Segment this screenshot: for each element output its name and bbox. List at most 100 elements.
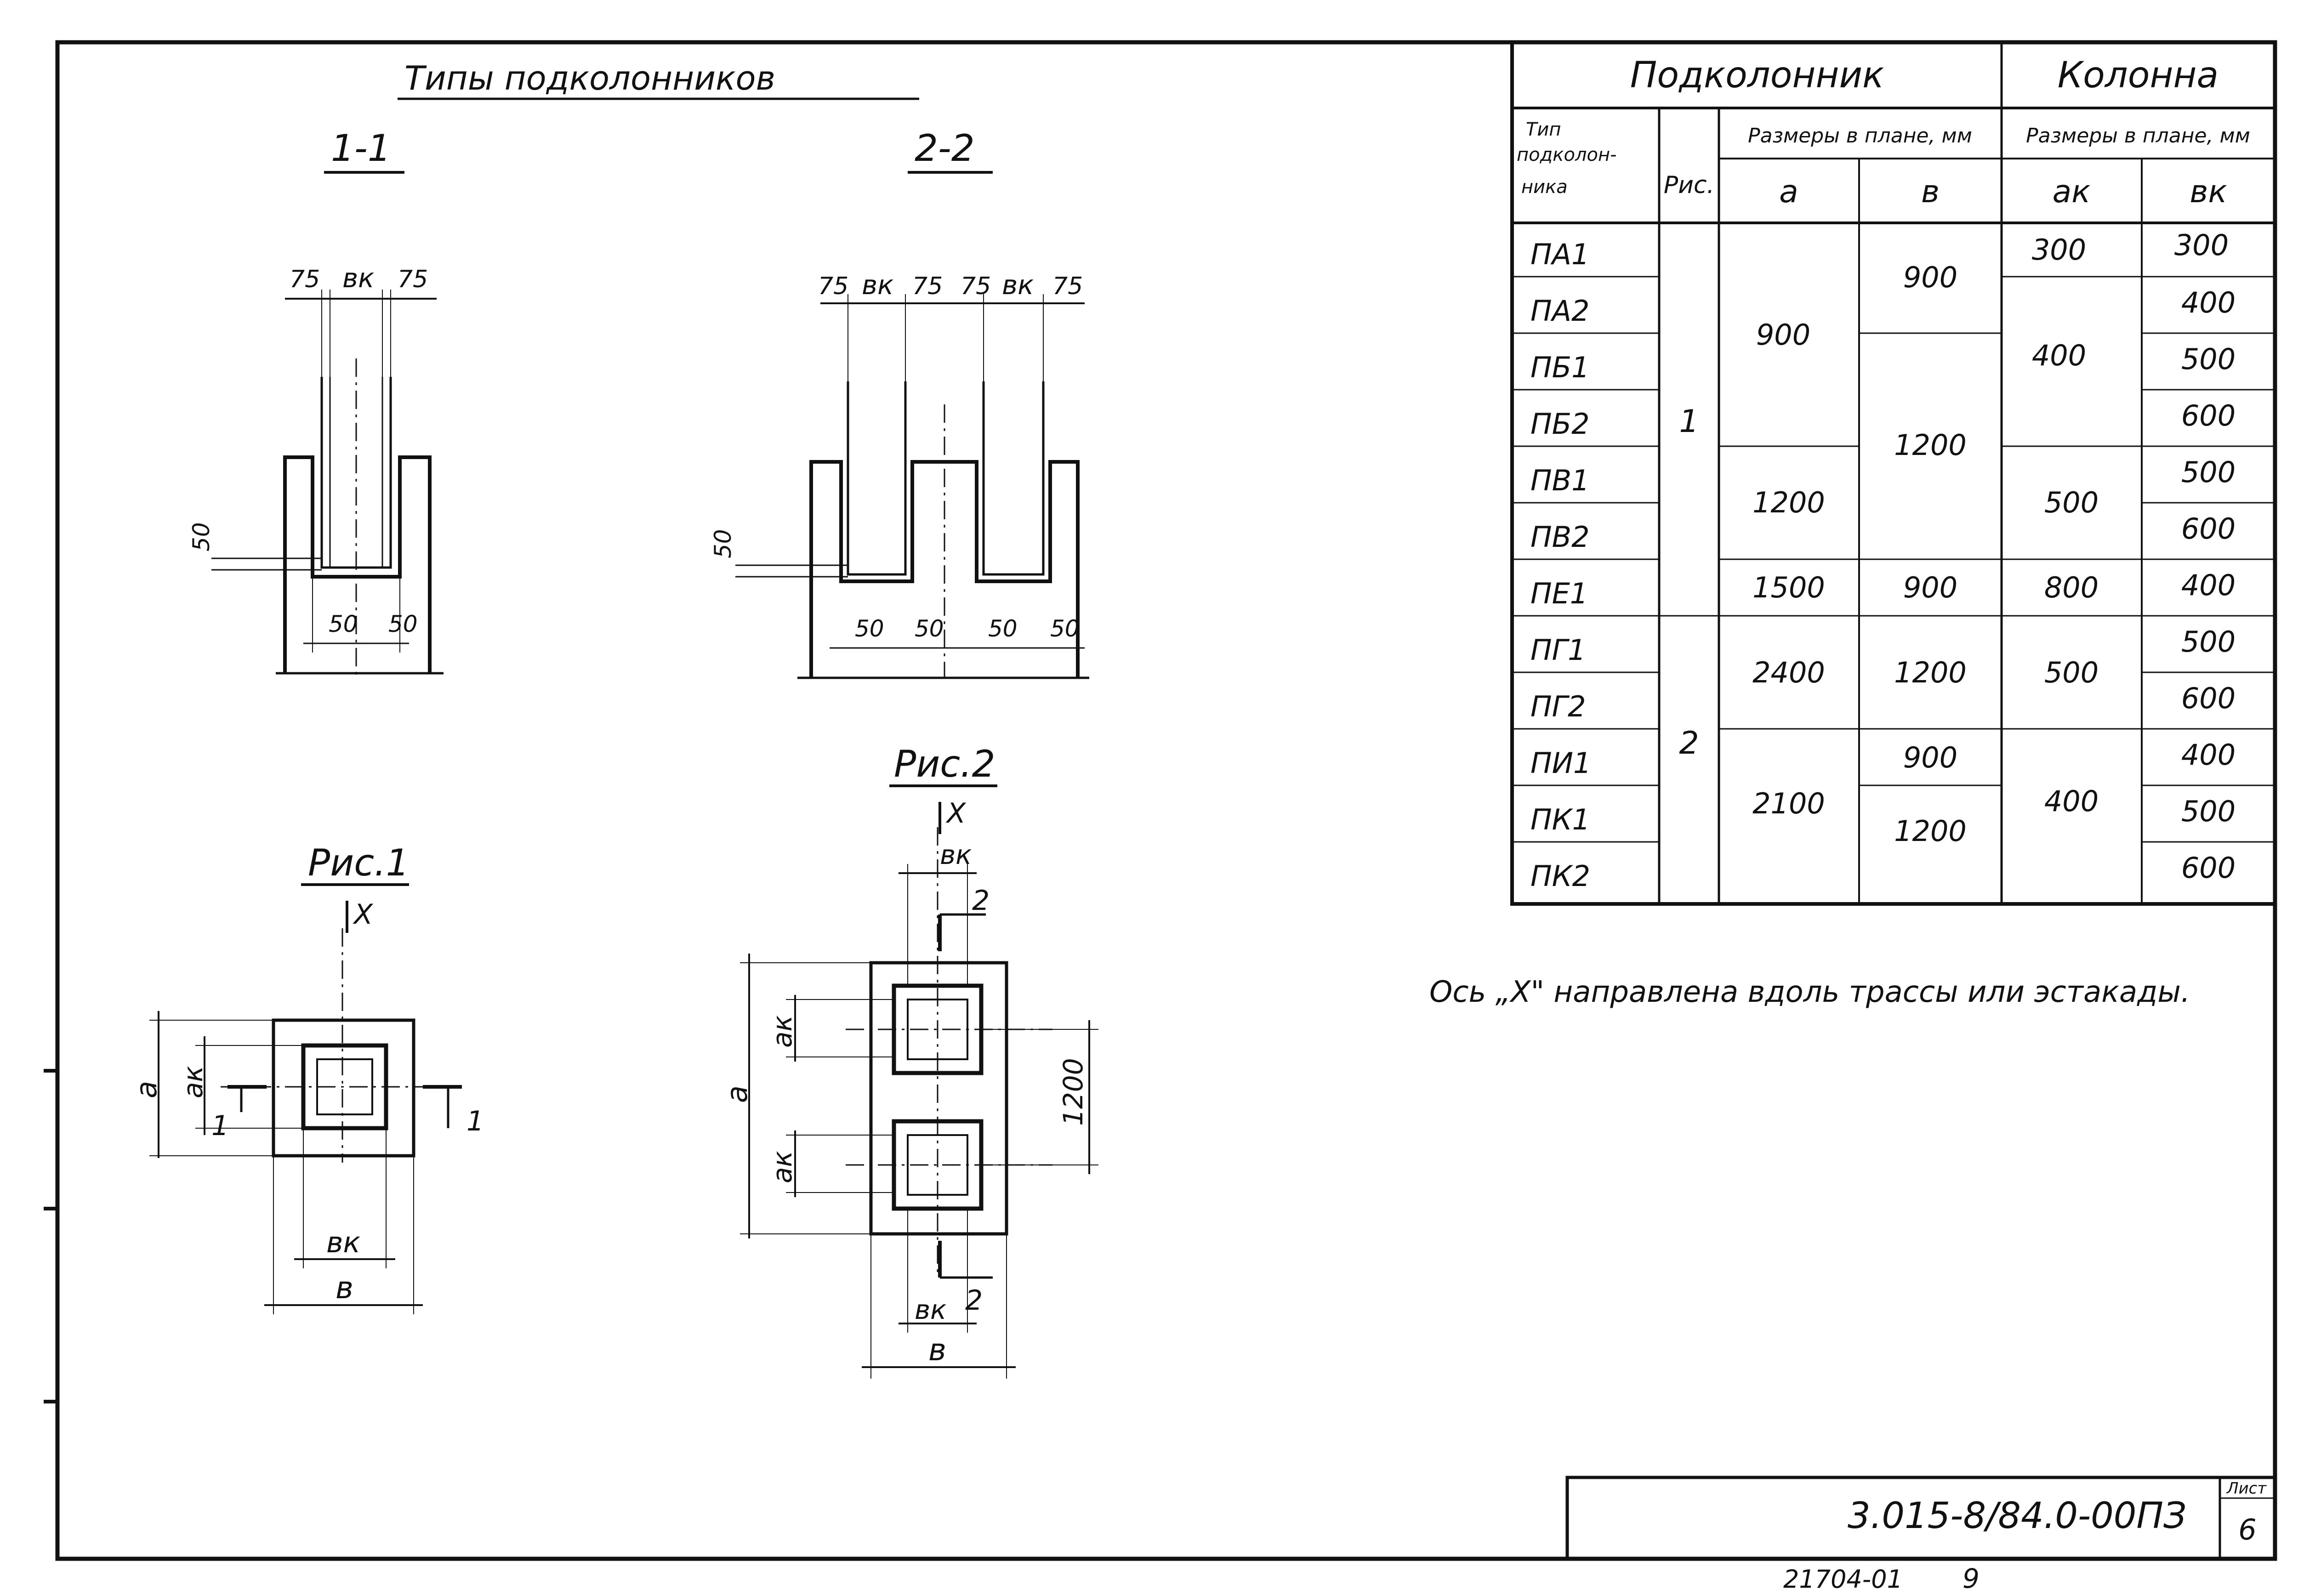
table-cell-ris: 2 xyxy=(1679,725,1699,761)
table-header-size-kol: Размеры в плане, мм xyxy=(2026,124,2250,148)
copy-number: 9 xyxy=(1962,1563,1979,1594)
cut-2-label: 2 xyxy=(972,885,990,917)
table-cell-ak: 300 xyxy=(2032,233,2086,267)
table-header-ris: Рис. xyxy=(1664,171,1714,199)
table-group-kolonna: Колонна xyxy=(2058,55,2218,96)
table-header-size-pod: Размеры в плане, мм xyxy=(1748,124,1972,148)
table-header-a: а xyxy=(1779,174,1798,210)
dim-75: 75 xyxy=(1052,273,1083,300)
dim-75: 75 xyxy=(961,273,991,300)
table-cell-bk: 500 xyxy=(2181,342,2235,376)
axis-x-label: X xyxy=(945,797,967,829)
table-cell-bk: 400 xyxy=(2181,286,2235,319)
table-cell-bk: 600 xyxy=(2181,851,2235,885)
table-cell-bk: 600 xyxy=(2181,399,2235,432)
table-cell-type: ПГ2 xyxy=(1530,690,1586,723)
dim-bk: вк xyxy=(862,269,893,301)
table-cell-b: 900 xyxy=(1903,571,1957,604)
table-cell-b: 900 xyxy=(1903,261,1957,294)
figure-1-plan: Рис.1 X 1 1 а ак вк в xyxy=(130,841,484,1314)
table-cell-ris: 1 xyxy=(1679,403,1699,440)
heading-types: Типы подколонников xyxy=(404,59,775,97)
table-cell-a: 2100 xyxy=(1752,787,1825,820)
table-header-b: в xyxy=(1921,174,1940,210)
table-cell-a: 1200 xyxy=(1752,486,1825,519)
table-cell-ak: 500 xyxy=(2044,486,2099,519)
table-cell-type: ПЕ1 xyxy=(1530,577,1588,610)
types-table: Подколонник Колонна Тип подколон- ника Р… xyxy=(1510,40,2277,906)
table-cell-type: ПБ2 xyxy=(1530,407,1590,441)
axis-x-label: X xyxy=(353,898,374,931)
table-cell-ak: 500 xyxy=(2044,656,2099,689)
table-cell-bk: 300 xyxy=(2174,228,2229,262)
inventory-number: 21704-01 xyxy=(1783,1565,1903,1594)
table-cell-ak: 800 xyxy=(2044,571,2099,604)
table-header-bk: вк xyxy=(2190,174,2227,210)
table-cell-a: 900 xyxy=(1756,318,1810,352)
table-cell-ak: 400 xyxy=(2032,339,2086,372)
sheet-number: 6 xyxy=(2238,1513,2256,1546)
title-block: 3.015-8/84.0-00ПЗ Лист 6 xyxy=(1565,1476,2277,1561)
table-group-podkolonnik: Подколонник xyxy=(1630,55,1884,96)
document-code: 3.015-8/84.0-00ПЗ xyxy=(1848,1495,2186,1537)
figure-2-plan: Рис.2 X 2 2 вк а ак ак xyxy=(720,743,1098,1379)
dim-50: 50 xyxy=(988,615,1018,642)
dim-a: а xyxy=(720,1085,754,1103)
dim-bk: вк xyxy=(940,839,972,870)
dim-ak: ак xyxy=(767,1015,798,1048)
table-cell-b: 1200 xyxy=(1894,656,1967,689)
figure-1-label: Рис.1 xyxy=(308,841,410,884)
table-cell-a: 1500 xyxy=(1752,571,1825,604)
table-cell-type: ПВ1 xyxy=(1530,464,1590,497)
dim-50: 50 xyxy=(915,615,944,642)
table-cell-type: ПБ1 xyxy=(1530,351,1590,384)
axis-note: Ось „X" направлена вдоль трассы или эста… xyxy=(1429,975,2190,1009)
dim-1200: 1200 xyxy=(1058,1058,1089,1126)
cut-2-label: 2 xyxy=(965,1284,983,1317)
table-cell-b: 1200 xyxy=(1894,814,1967,848)
dim-bk: вк xyxy=(915,1294,946,1325)
dim-50: 50 xyxy=(855,615,884,642)
table-cell-type: ПК2 xyxy=(1530,859,1590,893)
table-cell-bk: 500 xyxy=(2181,795,2235,828)
table-cell-ak: 400 xyxy=(2044,784,2099,818)
dim-ak: ак xyxy=(767,1151,798,1183)
table-cell-type: ПА1 xyxy=(1530,238,1589,271)
table-cell-type: ПА2 xyxy=(1530,294,1589,328)
dim-bk: вк xyxy=(326,1226,361,1259)
table-cell-bk: 500 xyxy=(2181,625,2235,659)
table-cell-bk: 400 xyxy=(2181,568,2235,602)
section-2-2: 2-2 75 вк 75 75 вк 75 50 50 50 50 50 xyxy=(710,127,1089,679)
dim-bk: вк xyxy=(1002,269,1034,301)
table-cell-bk: 400 xyxy=(2181,738,2235,772)
dim-75: 75 xyxy=(818,273,848,300)
cut-1-label: 1 xyxy=(211,1110,229,1142)
table-cell-type: ПГ1 xyxy=(1530,633,1586,667)
table-cell-bk: 600 xyxy=(2181,512,2235,545)
table-cell-bk: 600 xyxy=(2181,682,2235,715)
table-cell-b: 900 xyxy=(1903,741,1957,774)
dim-b: в xyxy=(336,1270,353,1306)
dim-50: 50 xyxy=(188,522,215,551)
section-1-1: 1-1 75 вк 75 50 50 50 xyxy=(188,127,444,680)
dim-50: 50 xyxy=(388,611,418,637)
dim-75: 75 xyxy=(398,266,428,293)
table-cell-bk: 500 xyxy=(2181,455,2235,489)
table-header-ak: ак xyxy=(2053,174,2091,210)
dim-50: 50 xyxy=(1050,615,1080,642)
dim-75: 75 xyxy=(290,266,320,293)
cut-1-label: 1 xyxy=(466,1105,484,1137)
table-cell-type: ПК1 xyxy=(1530,803,1590,836)
dim-b: в xyxy=(928,1332,946,1368)
dim-bk: вк xyxy=(342,262,374,294)
figure-2-label: Рис.2 xyxy=(894,743,995,785)
sheet-label: Лист xyxy=(2226,1479,2267,1498)
section-2-2-label: 2-2 xyxy=(915,127,975,170)
table-header-type: Тип подколон- ника xyxy=(1517,119,1622,198)
dim-50: 50 xyxy=(710,529,736,558)
dim-ak: ак xyxy=(177,1066,209,1098)
section-1-1-label: 1-1 xyxy=(331,127,391,170)
dim-50: 50 xyxy=(329,611,358,637)
table-cell-a: 2400 xyxy=(1752,656,1825,689)
